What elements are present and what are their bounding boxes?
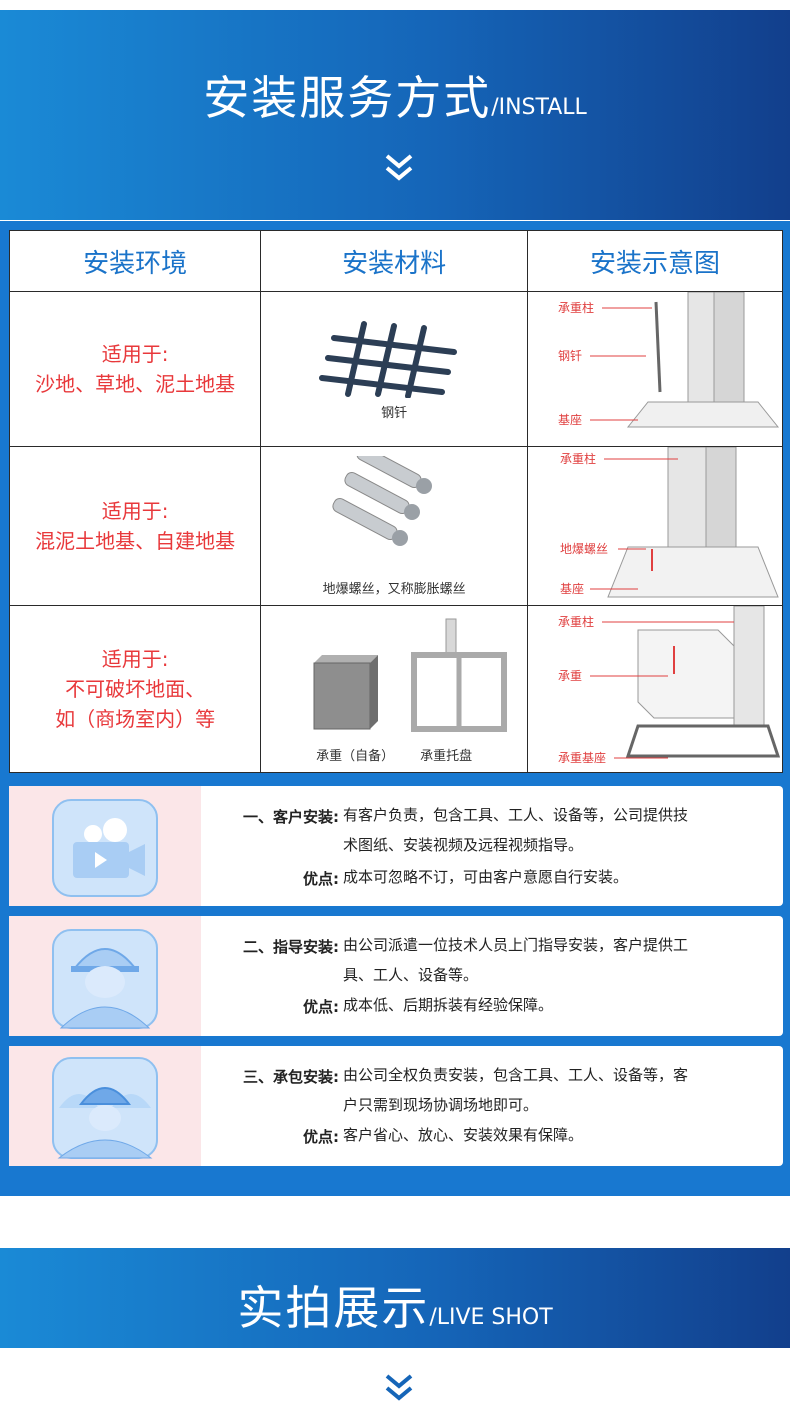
diagram-label: 承重柱 [560,451,596,466]
header-material: 安装材料 [260,230,528,292]
card-text-line: 具、工人、设备等。 [343,966,479,984]
advantage-label: 优点: [303,998,339,1016]
diagram-label: 承重 [558,669,582,683]
material-caption: 钢钎 [381,405,408,421]
install-table: 安装环境 安装材料 安装示意图 适用于: 沙地、草地、泥土地基 钢钎 [8,230,783,773]
install-option-card: 二、指导安装: 由公司派遣一位技术人员上门指导安装，客户提供工 具、工人、设备等… [9,916,783,1036]
card-description: 由公司全权负责安装，包含工具、工人、设备等，客 户只需到现场协调场地即可。 [343,1060,779,1120]
env-line: 适用于: [101,342,169,366]
install-title: 安装服务方式 [203,71,492,125]
table-row: 适用于: 混泥土地基、自建地基 地爆螺丝，又称膨胀螺丝 承重柱 [8,445,783,606]
advantage-label: 优点: [303,870,339,888]
diagram-label: 地爆螺丝 [560,542,608,556]
diagram-label: 承重柱 [558,300,594,315]
advantage-text: 成本低、后期拆装有经验保障。 [343,996,554,1014]
card-text-line: 户只需到现场协调场地即可。 [343,1096,539,1114]
chevron-down-icon [385,154,413,181]
install-option-card: 一、客户安装: 有客户负责，包含工具、工人、设备等，公司提供技 术图纸、安装视频… [9,786,783,906]
environment-cell: 适用于: 混泥土地基、自建地基 [8,446,262,606]
live-subtitle: /LIVE SHOT [429,1305,553,1330]
steel-spike-image [319,320,458,399]
env-line: 适用于: [101,647,169,671]
live-shot-banner: 实拍展示/LIVE SHOT [0,1248,790,1348]
env-line: 沙地、草地、泥土地基 [35,372,236,396]
diagram-cell: 承重柱 承重 承重基座 [527,605,783,773]
environment-cell: 适用于: 不可破坏地面、 如（商场室内）等 [8,605,262,773]
material-caption: 承重托盘 [420,748,473,764]
worker-helmet-icon [52,929,158,1029]
video-camera-icon [52,799,158,897]
install-title-wrap: 安装服务方式/INSTALL [0,62,790,128]
expansion-bolt-image [332,445,433,546]
diagram-label: 承重基座 [558,750,606,765]
material-cell: 承重（自备） 承重托盘 [260,605,528,773]
header-environment: 安装环境 [8,230,262,292]
spike-install-diagram: 承重柱 钢钎 基座 [558,291,780,428]
diagram-label: 承重柱 [558,614,594,629]
worker-team-icon [52,1057,158,1159]
table-header-row: 安装环境 安装材料 安装示意图 [8,230,783,292]
diagram-label: 基座 [560,581,584,596]
install-option-card: 三、承包安装: 由公司全权负责安装，包含工具、工人、设备等，客 户只需到现场协调… [9,1046,783,1166]
card-label: 二、指导安装: [243,938,339,956]
live-title: 实拍展示 [237,1281,430,1335]
advantage-label: 优点: [303,1128,339,1146]
weight-install-diagram: 承重柱 承重 承重基座 [558,605,781,765]
advantage-text: 客户省心、放心、安装效果有保障。 [343,1126,584,1144]
header-diagram: 安装示意图 [527,230,783,292]
chevron-down-icon [385,1374,413,1401]
card-label: 三、承包安装: [243,1068,339,1086]
live-title-wrap: 实拍展示/LIVE SHOT [0,1272,790,1338]
weight-and-tray-image [313,618,508,732]
material-caption: 地爆螺丝，又称膨胀螺丝 [322,581,466,597]
card-description: 有客户负责，包含工具、工人、设备等，公司提供技 术图纸、安装视频及远程视频指导。 [343,800,779,860]
env-line: 混泥土地基、自建地基 [35,529,236,553]
material-cell: 地爆螺丝，又称膨胀螺丝 [260,445,528,606]
install-banner: 安装服务方式/INSTALL [0,10,790,220]
material-captions: 承重（自备） 承重托盘 [261,745,527,764]
card-text-line: 由公司全权负责安装，包含工具、工人、设备等，客 [343,1066,689,1084]
table-row: 适用于: 不可破坏地面、 如（商场室内）等 承重（自备） 承重托盘 [8,605,783,773]
card-illustration [9,916,201,1036]
diagram-label: 钢钎 [558,348,582,363]
card-text-line: 由公司派遣一位技术人员上门指导安装，客户提供工 [343,936,689,954]
card-description: 由公司派遣一位技术人员上门指导安装，客户提供工 具、工人、设备等。 [343,930,779,990]
table-row: 适用于: 沙地、草地、泥土地基 钢钎 承重柱 钢钎 基座 [8,291,783,447]
material-cell: 钢钎 [260,291,528,447]
install-subtitle: /INSTALL [491,95,587,120]
material-caption: 承重（自备） [316,748,395,764]
diagram-cell: 承重柱 钢钎 基座 [527,291,783,447]
card-text-line: 有客户负责，包含工具、工人、设备等，公司提供技 [343,806,689,824]
env-line: 适用于: [101,499,169,523]
env-line: 不可破坏地面、 [65,677,206,701]
card-text-line: 术图纸、安装视频及远程视频指导。 [343,836,584,854]
env-line: 如（商场室内）等 [55,707,216,731]
card-illustration [9,786,201,906]
bolt-install-diagram: 承重柱 地爆螺丝 基座 [560,446,779,598]
card-illustration [9,1046,201,1166]
diagram-cell: 承重柱 地爆螺丝 基座 [527,446,783,606]
advantage-text: 成本可忽略不订，可由客户意愿自行安装。 [343,868,629,886]
card-label: 一、客户安装: [243,808,339,826]
environment-cell: 适用于: 沙地、草地、泥土地基 [8,291,262,447]
diagram-label: 基座 [558,412,582,427]
